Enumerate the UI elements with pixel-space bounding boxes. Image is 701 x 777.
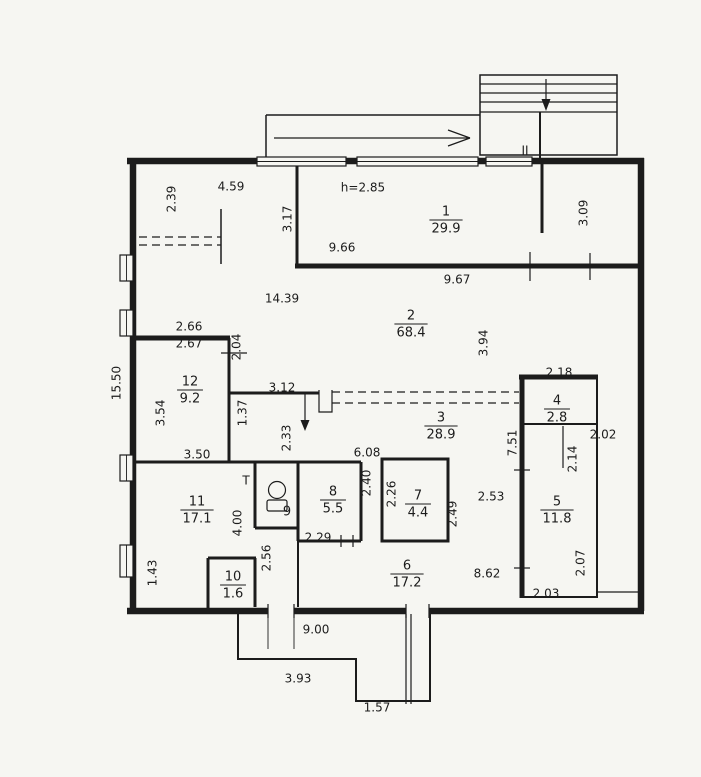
outer-walls — [127, 157, 645, 615]
room-area-4: 2.8 — [547, 411, 568, 426]
window-top-1 — [256, 156, 347, 167]
room-area-1: 29.9 — [432, 222, 461, 237]
room-area-10: 1.6 — [223, 587, 244, 602]
dimension-label: 2.67 — [176, 337, 203, 351]
room-number-10: 10 — [225, 570, 242, 585]
room-number-7: 7 — [414, 489, 422, 504]
door-opening — [268, 605, 294, 617]
dimension-label: 14.39 — [265, 292, 299, 306]
window-top-3 — [485, 156, 533, 167]
window-top-2 — [356, 156, 479, 167]
towel-rail-mark: T — [241, 474, 250, 488]
room-area-3: 28.9 — [427, 428, 456, 443]
dimension-label: 4.59 — [218, 180, 245, 194]
room-number-4: 4 — [553, 394, 561, 409]
door-opening — [406, 605, 429, 617]
stair-section-mark: II — [521, 144, 528, 158]
dimension-label: 9.66 — [329, 241, 356, 255]
wall-pocket — [318, 390, 333, 413]
dimension-label: 15.50 — [110, 366, 124, 400]
porch-steps — [237, 604, 431, 704]
dimension-label: 3.50 — [184, 448, 211, 462]
staircase-outline — [479, 74, 618, 156]
dimension-label: 2.26 — [385, 481, 399, 508]
room3-entry-arrow-icon — [300, 394, 310, 431]
dimension-label: 2.03 — [533, 587, 560, 601]
room-area-7: 4.4 — [408, 506, 429, 521]
dimension-label: 2.40 — [360, 470, 374, 497]
room-area-2: 68.4 — [397, 326, 426, 341]
dimension-label: 2.14 — [566, 446, 580, 473]
room-number-5: 5 — [553, 495, 561, 510]
dimension-label: 7.51 — [506, 430, 520, 457]
window-left-1 — [119, 254, 134, 282]
room-area-11: 17.1 — [183, 512, 212, 527]
stair-down-arrow-icon — [541, 79, 551, 111]
dimension-label: 6.08 — [354, 446, 381, 460]
window-left-3 — [119, 454, 134, 482]
room-area-8: 5.5 — [323, 502, 344, 517]
window-left-2 — [119, 309, 134, 337]
dimension-label: 3.12 — [269, 381, 296, 395]
room-number-3: 3 — [437, 411, 445, 426]
window-left-4 — [119, 544, 134, 578]
room-number-2: 2 — [407, 309, 415, 324]
dimension-label: 9.67 — [444, 273, 471, 287]
dimension-label: 8.62 — [474, 567, 501, 581]
wall-room7-box — [380, 457, 450, 543]
staircase — [479, 74, 618, 158]
dimension-label: 2.49 — [446, 501, 460, 528]
openings-dashed — [139, 209, 519, 431]
dimension-label: 3.54 — [154, 400, 168, 427]
windows — [119, 156, 533, 578]
ceiling-height-note: h=2.85 — [341, 181, 385, 195]
dimension-label: 1.57 — [364, 701, 391, 715]
dimension-label: 3.94 — [477, 330, 491, 357]
interior-walls — [136, 164, 641, 608]
dimension-label: 1.43 — [146, 560, 160, 587]
dimension-label: 4.00 — [231, 510, 245, 537]
room-number-1: 1 — [442, 205, 450, 220]
dimension-label: 2.53 — [478, 490, 505, 504]
entrance-corridor — [265, 114, 480, 158]
room-number-12: 12 — [182, 375, 199, 390]
dimension-label: 2.33 — [280, 425, 294, 452]
room-number-9: 9 — [283, 505, 291, 520]
dimension-label: 2.02 — [590, 428, 617, 442]
dimension-label: 9.00 — [303, 623, 330, 637]
dimension-label: 1.37 — [236, 400, 250, 427]
room-area-5: 11.8 — [543, 512, 572, 527]
dimension-label: 2.56 — [260, 545, 274, 572]
dimension-label: 2.29 — [305, 531, 332, 545]
room-area-6: 17.2 — [393, 576, 422, 591]
dimension-label: 2.66 — [176, 320, 203, 334]
dimension-label: 3.17 — [281, 206, 295, 233]
room-area-12: 9.2 — [180, 392, 201, 407]
dimension-label: 3.09 — [577, 200, 591, 227]
toilet-icon — [266, 480, 288, 512]
room-number-6: 6 — [403, 559, 411, 574]
dimension-label: 2.04 — [230, 334, 244, 361]
room-number-11: 11 — [189, 495, 206, 510]
dimension-label: 3.93 — [285, 672, 312, 686]
dimension-label: 2.39 — [165, 186, 179, 213]
fixtures — [266, 480, 288, 512]
dimension-label: 2.07 — [574, 550, 588, 577]
labels-layer: 1 29.9 2 68.4 3 28.9 4 2.8 5 11.8 6 17.2 7 4.4 8 5.5 9 10… — [110, 144, 617, 715]
porch-outline — [237, 614, 431, 702]
room-number-8: 8 — [329, 485, 337, 500]
entrance-direction-arrow-icon — [274, 129, 471, 147]
dimension-label: 2.18 — [546, 366, 573, 380]
